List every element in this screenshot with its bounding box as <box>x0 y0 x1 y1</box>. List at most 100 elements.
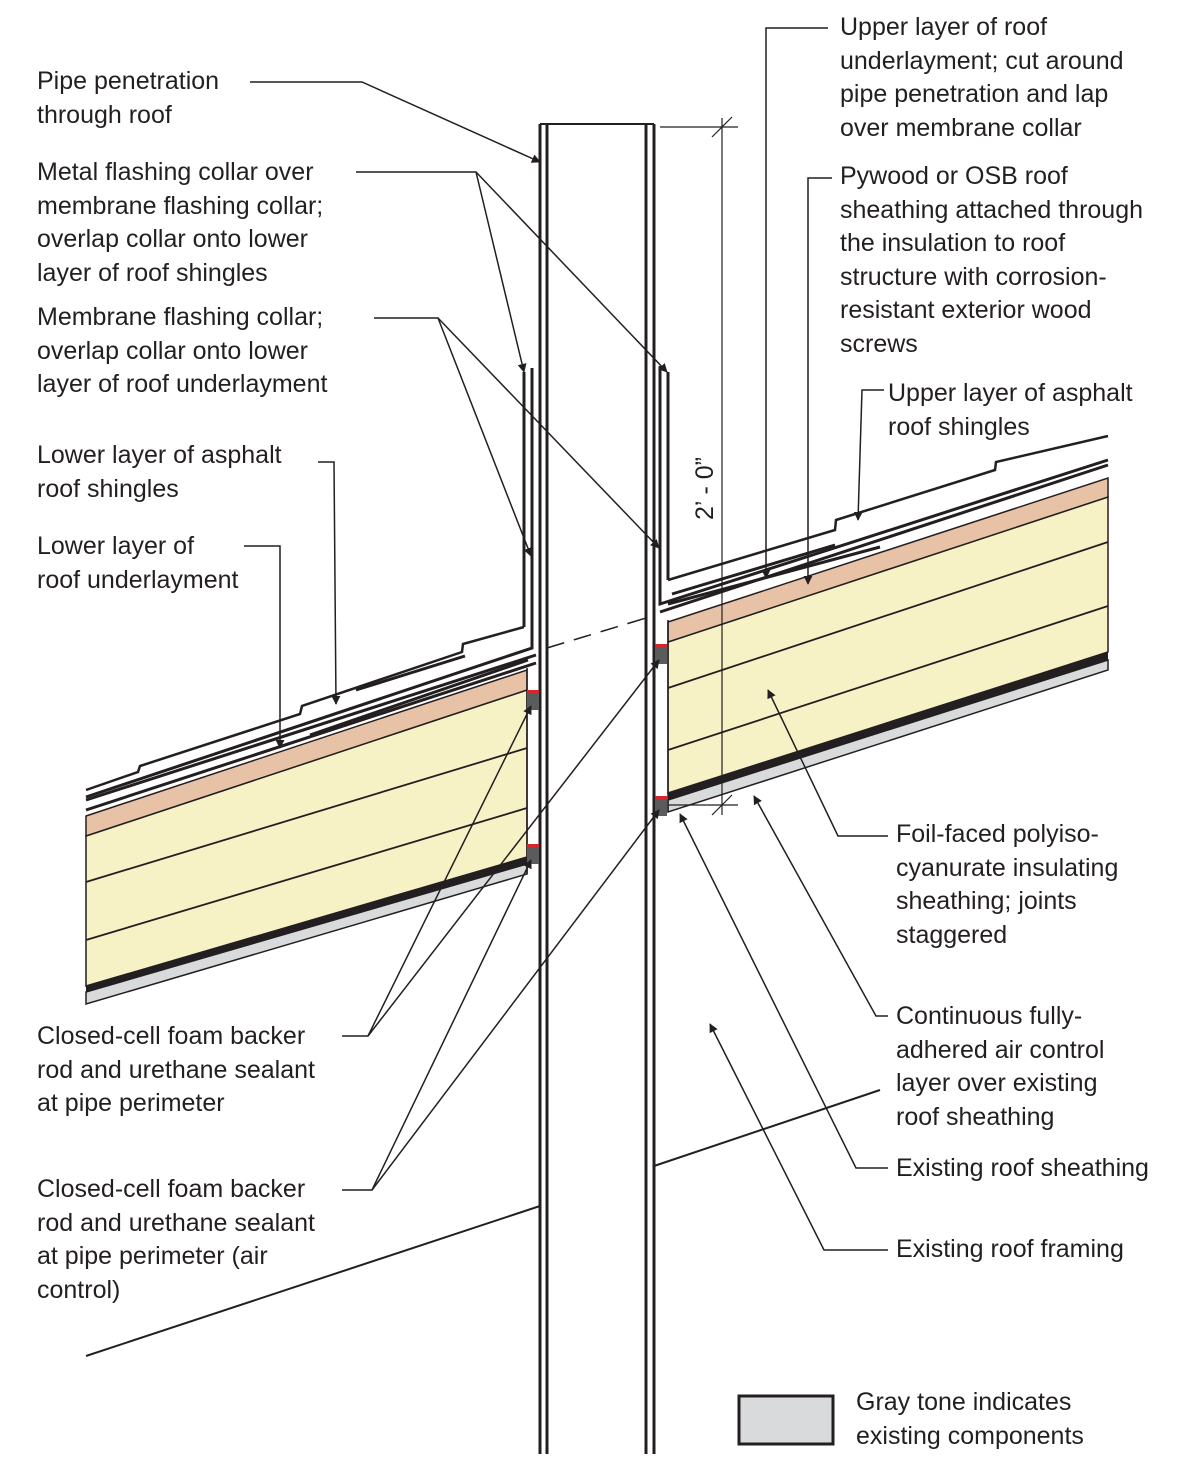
backer-rod-left-top <box>527 694 539 710</box>
label-backer-rod-air: Closed-cell foam backer rod and urethane… <box>37 1173 315 1307</box>
leader-backer-rod-air-b <box>371 809 660 1191</box>
dimension-tick-bottom <box>711 794 733 816</box>
leader-upper-shingles <box>853 389 884 521</box>
left-membrane-flashing <box>85 368 534 799</box>
sealant-right-top <box>655 644 667 648</box>
label-line: pipe penetration and lap <box>840 80 1109 108</box>
label-line: roof underlayment <box>37 565 239 594</box>
label-upper-shingles: Upper layer of asphalt roof shingles <box>888 377 1133 444</box>
label-existing-sheathing: Existing roof sheathing <box>896 1152 1149 1186</box>
sealant-right-bottom <box>655 796 667 800</box>
label-line: overlap collar onto lower <box>37 336 308 365</box>
label-line: layer of roof underlayment <box>37 370 328 398</box>
label-pipe-penetration: Pipe penetration through roof <box>37 65 219 132</box>
leader-plywood <box>803 177 832 585</box>
label-air-control: Continuous fully- adhered air control la… <box>896 1000 1104 1134</box>
left-underlayment-line-2 <box>85 653 537 802</box>
leader-pipe-penetration <box>250 81 541 163</box>
leader-metal-flashing-a <box>356 171 527 373</box>
label-line: Metal flashing collar over <box>37 158 314 186</box>
leader-metal-flashing-b <box>475 171 668 373</box>
leader-existing-framing <box>709 1023 888 1251</box>
leader-membrane-flashing-a <box>374 317 533 557</box>
right-underlayment-line-2 <box>667 545 881 606</box>
label-line: through roof <box>37 100 172 129</box>
label-backer-rod: Closed-cell foam backer rod and urethane… <box>37 1020 315 1121</box>
backer-rod-left-bottom <box>527 848 539 864</box>
label-line: sheathing attached through <box>840 195 1144 224</box>
label-line: at pipe perimeter <box>37 1089 225 1117</box>
pipe <box>538 123 656 1454</box>
label-line: Foil-faced polyiso- <box>896 820 1099 848</box>
leader-backer-rod-b <box>367 659 660 1037</box>
leader-membrane-flashing-b <box>437 317 660 549</box>
leader-upper-underlayment <box>761 27 828 579</box>
label-plywood: Pywood or OSB roof sheathing attached th… <box>840 160 1143 361</box>
label-line: Upper layer of asphalt <box>888 379 1133 407</box>
roof-framing-line-left <box>85 1205 541 1357</box>
sealant-left-bottom <box>527 844 539 848</box>
label-line: membrane flashing collar; <box>37 191 324 220</box>
leader-existing-sheathing <box>679 813 888 1169</box>
label-line: existing components <box>856 1421 1084 1450</box>
label-line: adhered air control <box>896 1035 1105 1064</box>
flashing-collars <box>85 366 1109 799</box>
label-line: Existing roof framing <box>896 1235 1124 1263</box>
leader-lower-underlayment <box>244 545 285 749</box>
left-air-control-layer <box>86 857 527 992</box>
label-line: Lower layer of <box>37 532 195 560</box>
label-line: at pipe perimeter (air <box>37 1242 268 1270</box>
leader-polyiso <box>767 689 888 837</box>
label-line: Pipe penetration <box>37 67 220 95</box>
legend-gray-swatch <box>737 1394 835 1446</box>
left-polyiso-insulation <box>85 688 528 988</box>
label-line: control) <box>37 1275 121 1304</box>
leader-lower-shingles <box>318 461 341 705</box>
label-line: Lower layer of asphalt <box>37 441 282 469</box>
label-line: Pywood or OSB roof <box>840 162 1068 190</box>
label-line: Closed-cell foam backer <box>37 1022 306 1050</box>
right-shingles <box>667 434 1109 582</box>
label-line: roof shingles <box>888 412 1030 441</box>
label-line: sheathing; joints <box>896 887 1077 915</box>
label-line: layer of roof shingles <box>37 258 268 287</box>
label-membrane-flashing: Membrane flashing collar; overlap collar… <box>37 301 327 402</box>
dimension-2ft: 2’ - 0” <box>660 116 738 816</box>
right-polyiso-insulation <box>667 495 1109 795</box>
left-underlayment-line-1 <box>85 661 537 812</box>
label-line: Existing roof sheathing <box>896 1154 1149 1182</box>
label-line: rod and urethane sealant <box>37 1055 315 1084</box>
legend-text: Gray tone indicates existing components <box>856 1386 1084 1453</box>
leader-air-control <box>753 795 888 1017</box>
right-insulation-joint-1 <box>667 541 1109 689</box>
label-line: Membrane flashing collar; <box>37 303 324 331</box>
label-line: screws <box>840 329 918 358</box>
label-line: roof sheathing <box>896 1102 1055 1131</box>
leader-lines <box>244 27 888 1251</box>
label-line: rod and urethane sealant <box>37 1208 315 1237</box>
label-line: layer over existing <box>896 1069 1098 1097</box>
label-lower-shingles: Lower layer of asphalt roof shingles <box>37 439 282 506</box>
label-line: Gray tone indicates <box>856 1388 1072 1416</box>
label-line: staggered <box>896 920 1008 949</box>
left-insulation-joint-2 <box>85 807 528 941</box>
backer-rod-right-top <box>655 648 667 664</box>
label-line: the insulation to roof <box>840 229 1066 257</box>
label-line: underlayment; cut around <box>840 46 1124 75</box>
label-lower-underlayment: Lower layer of roof underlayment <box>37 530 239 597</box>
label-line: cyanurate insulating <box>896 853 1119 882</box>
label-upper-underlayment: Upper layer of roof underlayment; cut ar… <box>840 11 1124 145</box>
label-line: over membrane collar <box>840 113 1082 142</box>
label-line: Continuous fully- <box>896 1002 1083 1030</box>
label-existing-framing: Existing roof framing <box>896 1233 1124 1267</box>
right-insulation-joint-2 <box>667 605 1109 751</box>
label-line: roof shingles <box>37 474 179 503</box>
dimension-tick-top <box>711 116 733 138</box>
left-insulation-joint-1 <box>85 747 528 883</box>
dimension-text: 2’ - 0” <box>691 457 719 520</box>
left-roof-assembly <box>85 625 537 1006</box>
label-line: Upper layer of roof <box>840 13 1048 41</box>
right-air-control-layer <box>668 652 1108 800</box>
label-polyiso: Foil-faced polyiso- cyanurate insulating… <box>896 818 1118 952</box>
